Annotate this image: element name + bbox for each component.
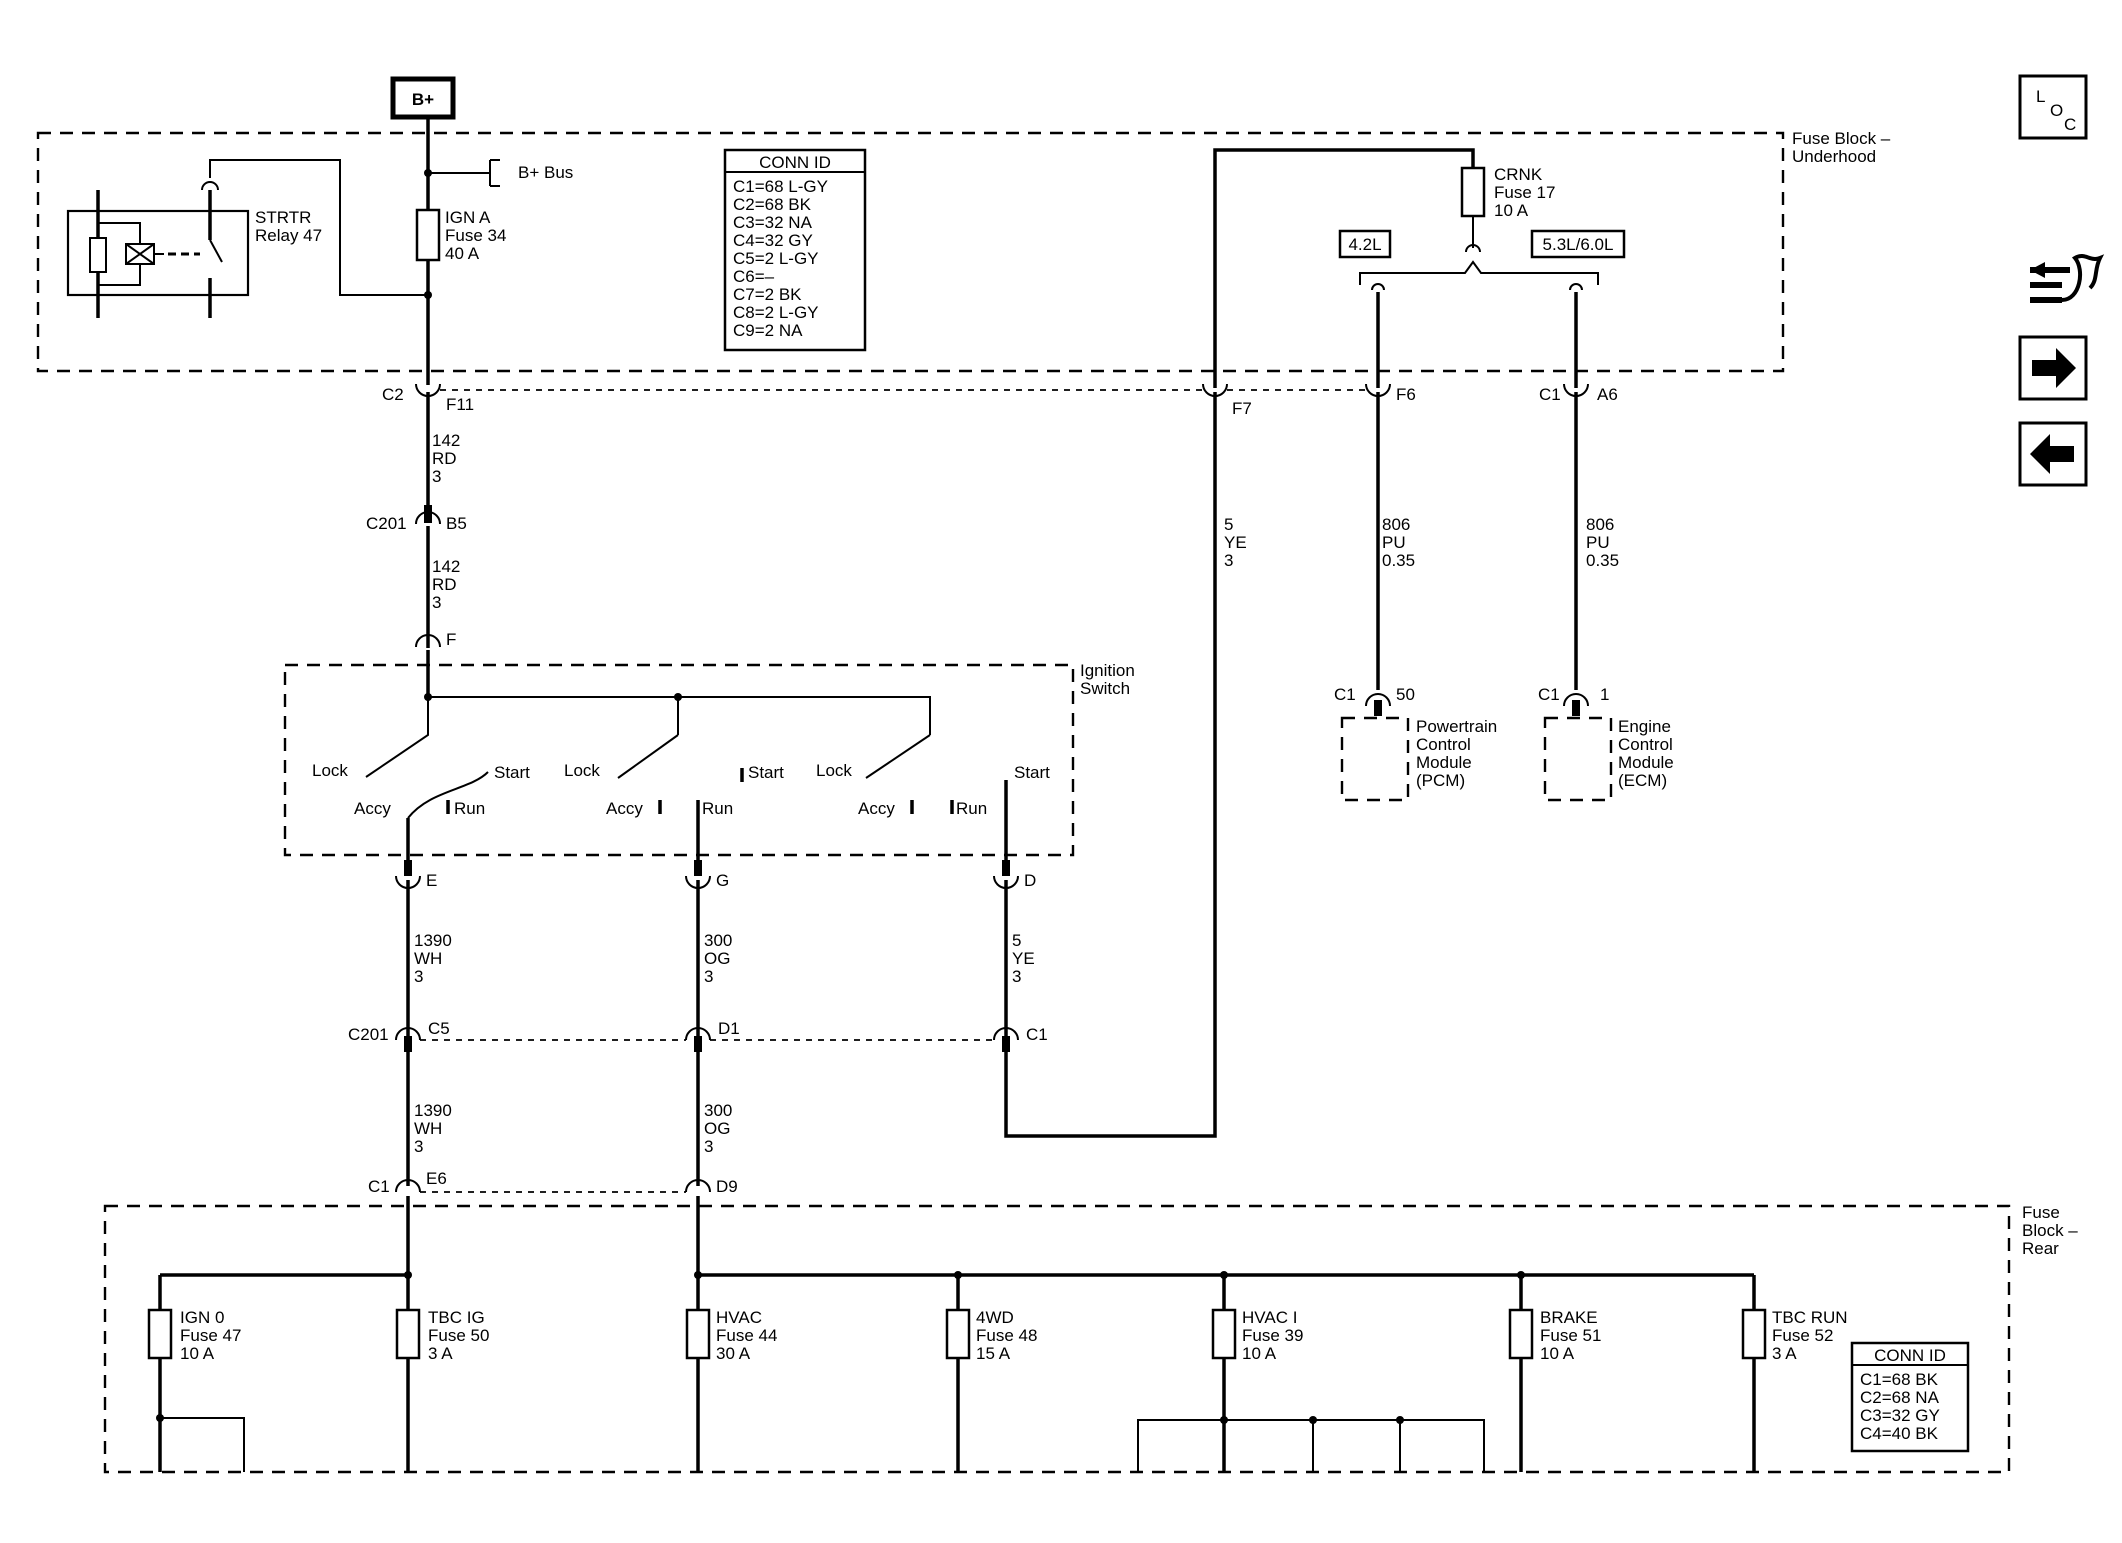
ignition-switch-label: Ignition Switch xyxy=(1080,661,1140,698)
connector-c1-bottom: C1 xyxy=(368,1177,390,1196)
connector-f: F xyxy=(446,630,456,649)
connector-b5: B5 xyxy=(446,514,467,533)
wire-300-og-a: 300 OG 3 xyxy=(704,931,737,986)
svg-text:C: C xyxy=(2064,115,2076,134)
ign-accy-1: Accy xyxy=(354,799,391,818)
svg-text:C1=68 L-GY C2=68 BK: C1=68 L-GY C2=68 BK C3=32 NA C4=32 GY C5… xyxy=(733,177,832,340)
wire-806-pu-ecm: 806 PU 0.35 xyxy=(1586,515,1619,570)
ign-lock-2: Lock xyxy=(564,761,600,780)
connector-g: G xyxy=(716,871,729,890)
ign-run-1: Run xyxy=(454,799,485,818)
ecm-label: Engine Control Module (ECM) xyxy=(1618,717,1679,790)
ign-accy-3: Accy xyxy=(858,799,895,818)
connector-c1-a6: C1 xyxy=(1539,385,1561,404)
wire-142-rd-b: 142 RD 3 xyxy=(432,557,465,612)
crnk-feed-wire xyxy=(1213,148,1475,388)
connector-c201-lower: C201 xyxy=(348,1025,389,1044)
bplus-bus-label: B+ Bus xyxy=(518,163,573,182)
connector-c2: C2 xyxy=(382,385,404,404)
ign-lock-3: Lock xyxy=(816,761,852,780)
arrow-left-icon[interactable] xyxy=(2018,421,2088,487)
ign-start-2: Start xyxy=(748,763,784,782)
crnk-fuse-label: CRNK Fuse 17 10 A xyxy=(1494,165,1560,220)
ignition-switch-boundary xyxy=(283,663,1075,857)
svg-text:O: O xyxy=(2050,101,2063,120)
wire-142-rd-a: 142 RD 3 xyxy=(432,431,465,486)
pcm-connector-c1: C1 xyxy=(1334,685,1356,704)
svg-text:CONN ID: CONN ID xyxy=(1874,1346,1946,1365)
harness-icon[interactable] xyxy=(2030,254,2105,303)
conn-id-top-table: CONN ID C1=68 L-GY C2=68 BK C3=32 NA C4=… xyxy=(723,148,867,352)
ign-lock-1: Lock xyxy=(312,761,348,780)
connector-e6: E6 xyxy=(426,1169,447,1188)
fuse-block-rear-label: Fuse Block – Rear xyxy=(2022,1203,2082,1258)
svg-text:L: L xyxy=(2036,87,2045,106)
connector-d9: D9 xyxy=(716,1177,738,1196)
crnk-fuse xyxy=(1460,166,1486,218)
svg-text:C1=68 BK C2=68 NA: C1=68 BK C2=68 NA C3=32 GY C4=40 BK xyxy=(1860,1370,1944,1443)
connector-a6: A6 xyxy=(1597,385,1618,404)
wire-806-pu-pcm: 806 PU 0.35 xyxy=(1382,515,1415,570)
wire-5-ye-mid: 5 YE 3 xyxy=(1012,931,1039,986)
strtr-relay-label: STRTR Relay 47 xyxy=(255,208,322,245)
connector-f6: F6 xyxy=(1396,385,1416,404)
engine-option-42l: 4.2L xyxy=(1338,229,1392,259)
conn-id-bottom-table: CONN ID C1=68 BK C2=68 NA C3=32 GY C4=40… xyxy=(1850,1341,1970,1453)
connector-e: E xyxy=(426,871,437,890)
wire-300-og-b: 300 OG 3 xyxy=(704,1101,737,1156)
connector-c5: C5 xyxy=(428,1019,450,1038)
connector-d1: D1 xyxy=(718,1019,740,1038)
ecm-connector-pin: 1 xyxy=(1600,685,1609,704)
svg-text:CONN ID: CONN ID xyxy=(759,153,831,172)
ign-accy-2: Accy xyxy=(606,799,643,818)
pcm-label: Powertrain Control Module (PCM) xyxy=(1416,717,1502,790)
ign-a-fuse-label: IGN A Fuse 34 40 A xyxy=(445,208,511,263)
ign-start-1: Start xyxy=(494,763,530,782)
ign-a-fuse xyxy=(415,208,441,262)
pcm-module xyxy=(1340,716,1410,802)
wire-1390-wh-a: 1390 WH 3 xyxy=(414,931,457,986)
wire-1390-wh-b: 1390 WH 3 xyxy=(414,1101,457,1156)
connector-f11: F11 xyxy=(446,395,474,414)
ign-run-2: Run xyxy=(702,799,733,818)
fuse-block-underhood-label: Fuse Block – Underhood xyxy=(1792,129,1895,166)
ecm-connector-c1: C1 xyxy=(1538,685,1560,704)
bplus-terminal: B+ xyxy=(390,76,456,120)
ecm-module xyxy=(1543,716,1613,802)
ign-run-3: Run xyxy=(956,799,987,818)
connector-c1-mid: C1 xyxy=(1026,1025,1048,1044)
ign-start-3: Start xyxy=(1014,763,1050,782)
arrow-right-icon[interactable] xyxy=(2018,335,2088,401)
connector-c201-b5: C201 xyxy=(366,514,407,533)
engine-option-53l-60l: 5.3L/6.0L xyxy=(1530,229,1626,259)
loc-icon[interactable]: L O C xyxy=(2018,74,2088,140)
strtr-relay xyxy=(66,159,428,318)
svg-text:4.2L: 4.2L xyxy=(1348,235,1381,254)
connector-d: D xyxy=(1024,871,1036,890)
bplus-bus-stub xyxy=(428,159,500,187)
connector-f7: F7 xyxy=(1232,399,1252,418)
svg-text:5.3L/6.0L: 5.3L/6.0L xyxy=(1543,235,1614,254)
svg-text:B+: B+ xyxy=(412,90,434,109)
pcm-connector-pin: 50 xyxy=(1396,685,1415,704)
wire-5-ye-right-label: 5 YE 3 xyxy=(1224,515,1251,570)
engine-option-brace xyxy=(1359,260,1599,285)
wire-5-ye-crank xyxy=(1004,392,1217,1138)
fuse-block-rear-boundary xyxy=(103,1204,2011,1474)
